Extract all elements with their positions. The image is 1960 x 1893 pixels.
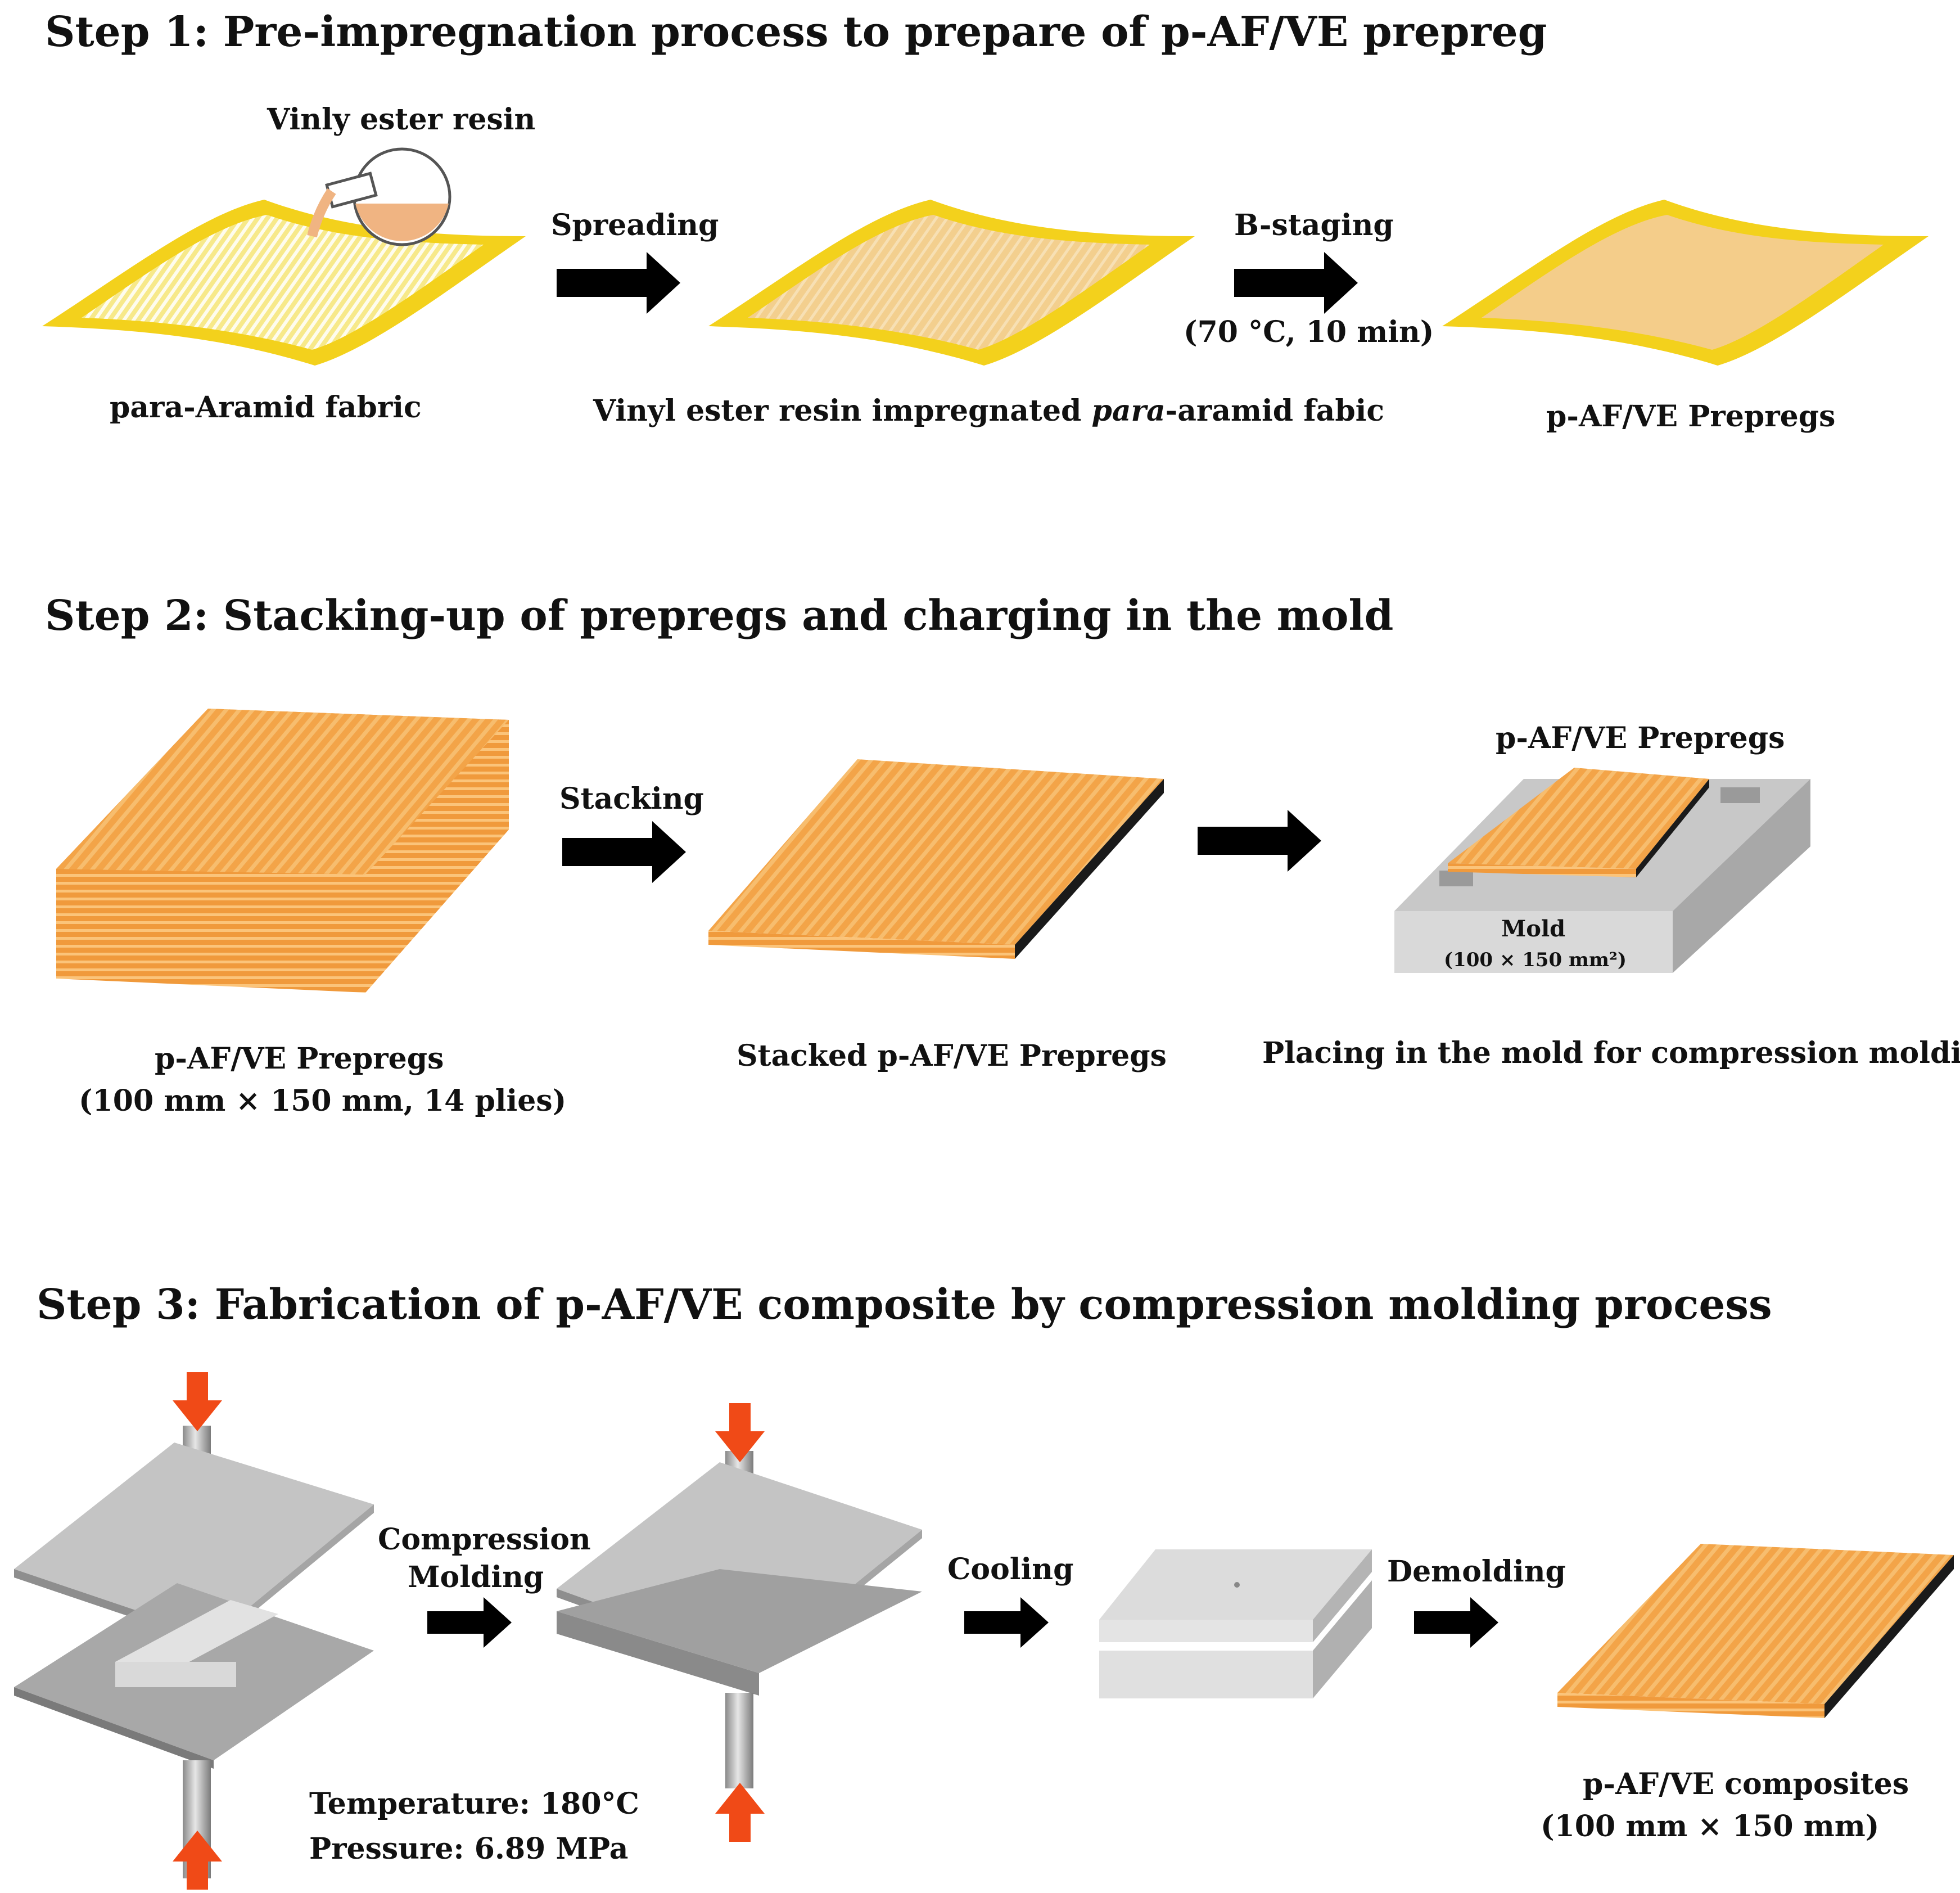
- b-staging-condition: (70 °C, 10 min): [1184, 315, 1434, 349]
- b-staging-label: B-staging: [1234, 208, 1394, 242]
- composite-caption-line1: p-AF/VE composites: [1583, 1767, 1909, 1801]
- stack-caption-line2: (100 mm × 150 mm, 14 plies): [79, 1084, 566, 1118]
- impregnated-caption: Vinyl ester resin impregnated para-arami…: [593, 394, 1384, 428]
- para-aramid-fabric-icon: [42, 200, 526, 366]
- mold-icon: [1394, 768, 1810, 973]
- stacking-label: Stacking: [559, 782, 704, 816]
- compression-label-line2: Molding: [408, 1560, 544, 1594]
- demolding-label: Demolding: [1387, 1554, 1566, 1589]
- press-closed-icon: [557, 1403, 922, 1842]
- closed-mold-icon: [1099, 1549, 1372, 1698]
- fabric-caption: para-Aramid fabric: [110, 390, 422, 425]
- spreading-label: Spreading: [551, 208, 719, 242]
- resin-label: Vinly ester resin: [267, 102, 535, 137]
- stacked-prepreg-icon: [708, 759, 1164, 959]
- step3-title: Step 3: Fabrication of p-AF/VE composite…: [37, 1281, 1772, 1329]
- press-open-icon: [14, 1372, 374, 1890]
- prepreg-stack-icon: [56, 709, 509, 993]
- temperature-label: Temperature: 180°C: [309, 1787, 639, 1821]
- compression-arrow-icon: [427, 1597, 512, 1648]
- composite-panel-icon: [1557, 1544, 1954, 1718]
- stacked-caption: Stacked p-AF/VE Prepregs: [737, 1039, 1167, 1073]
- cooling-label: Cooling: [947, 1552, 1073, 1586]
- mold-label: Mold: [1501, 916, 1565, 942]
- composite-caption-line2: (100 mm × 150 mm): [1541, 1809, 1879, 1844]
- placing-arrow-icon: [1198, 810, 1321, 872]
- stacking-arrow-icon: [562, 821, 686, 883]
- mold-top-label: p-AF/VE Prepregs: [1496, 721, 1785, 755]
- cooling-arrow-icon: [964, 1597, 1049, 1648]
- prepreg-fabric-icon: [1442, 200, 1929, 366]
- spreading-arrow-icon: [557, 252, 680, 314]
- impregnated-fabric-icon: [708, 200, 1195, 366]
- demolding-arrow-icon: [1414, 1597, 1498, 1648]
- b-staging-arrow-icon: [1234, 252, 1358, 314]
- step2-title: Step 2: Stacking-up of prepregs and char…: [45, 592, 1393, 640]
- pressure-label: Pressure: 6.89 MPa: [309, 1832, 628, 1866]
- prepreg-caption: p-AF/VE Prepregs: [1546, 399, 1835, 434]
- stack-caption-line1: p-AF/VE Prepregs: [155, 1042, 444, 1076]
- placing-caption: Placing in the mold for compression mold…: [1262, 1036, 1960, 1070]
- step1-title: Step 1: Pre-impregnation process to prep…: [45, 8, 1547, 56]
- mold-size: (100 × 150 mm²): [1444, 949, 1627, 971]
- compression-label-line1: Compression: [378, 1522, 591, 1557]
- resin-flask-icon: [307, 147, 451, 246]
